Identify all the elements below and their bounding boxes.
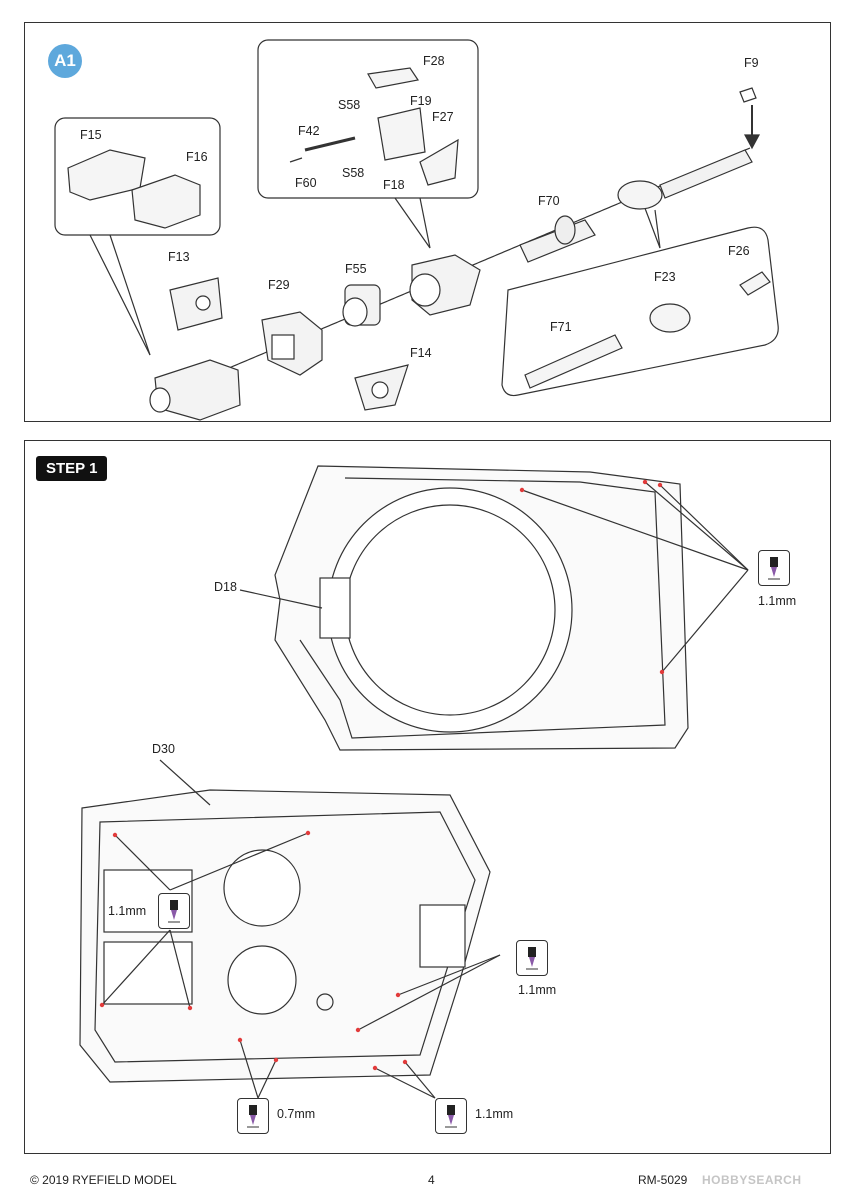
part-label: F27 [432, 110, 454, 124]
part-label: F29 [268, 278, 290, 292]
watermark: HOBBYSEARCH [702, 1173, 802, 1187]
step1-badge: STEP 1 [36, 456, 108, 481]
part-label: D18 [214, 580, 237, 594]
part-label: F15 [80, 128, 102, 142]
part-label: F14 [410, 346, 432, 360]
drill-bit-icon [516, 940, 548, 976]
drill-bit-icon [237, 1098, 269, 1134]
drill-bit-icon [158, 893, 190, 929]
part-label: F60 [295, 176, 317, 190]
footer-page-number: 4 [428, 1173, 435, 1187]
drill-bit-icon [758, 550, 790, 586]
part-label: S58 [342, 166, 365, 180]
part-label: S58 [338, 98, 361, 112]
inset-box-mantlet [54, 117, 221, 236]
part-label: F9 [744, 56, 759, 70]
drill-size: 1.1mm [108, 904, 147, 918]
part-label: F18 [383, 178, 405, 192]
part-label: F28 [423, 54, 445, 68]
inset-box-barrel [501, 226, 779, 397]
hull-outline [79, 789, 491, 1083]
inset-box-breech [257, 39, 479, 199]
part-label: F13 [168, 250, 190, 264]
part-label: F23 [654, 270, 676, 284]
part-label: F16 [186, 150, 208, 164]
part-label: F26 [728, 244, 750, 258]
a1-badge: A1 [48, 44, 82, 78]
part-label: F55 [345, 262, 367, 276]
drill-size: 1.1mm [758, 594, 797, 608]
drill-size: 1.1mm [518, 983, 557, 997]
part-label: F42 [298, 124, 320, 138]
drill-size: 1.1mm [475, 1107, 514, 1121]
part-label: F70 [538, 194, 560, 208]
drill-points [99, 479, 665, 1071]
footer-copyright: © 2019 RYEFIELD MODEL [30, 1173, 177, 1187]
footer-product-code: RM-5029 [638, 1173, 688, 1187]
part-label: D30 [152, 742, 175, 756]
drill-bit-icon [435, 1098, 467, 1134]
part-label: F19 [410, 94, 432, 108]
drill-size: 0.7mm [277, 1107, 316, 1121]
part-label: F71 [550, 320, 572, 334]
